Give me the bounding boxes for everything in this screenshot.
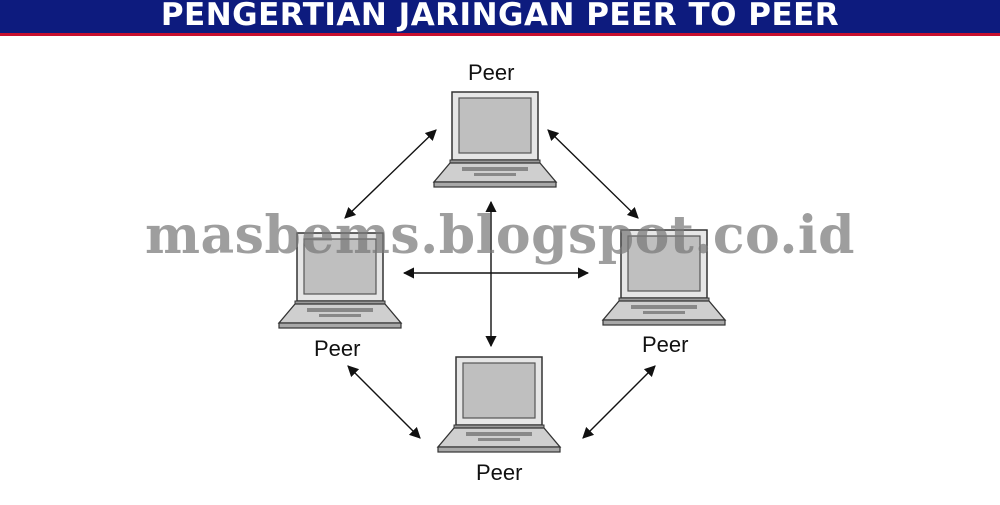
node-label-right: Peer	[642, 332, 689, 357]
watermark-text: masbems.blogspot.co.id	[144, 205, 856, 266]
node-label-left: Peer	[314, 336, 361, 361]
edge-top-right	[547, 129, 639, 219]
edge-right-bottom	[582, 365, 656, 439]
laptop-icon	[433, 91, 557, 188]
laptop-icon	[437, 356, 561, 453]
node-label-top: Peer	[468, 60, 515, 85]
edge-top-left	[344, 129, 437, 219]
title-banner: PENGERTIAN JARINGAN PEER TO PEER	[0, 0, 1000, 36]
node-label-bottom: Peer	[476, 460, 523, 485]
edge-left-bottom	[347, 365, 421, 439]
page-title: PENGERTIAN JARINGAN PEER TO PEER	[160, 0, 840, 33]
